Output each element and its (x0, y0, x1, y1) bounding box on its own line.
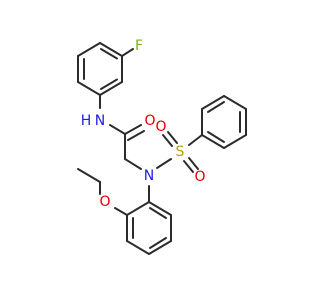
sulfonamide-nitrogen-atom: N (144, 168, 154, 184)
bond (100, 48, 118, 60)
bond (188, 157, 199, 170)
bond (156, 158, 172, 169)
bond (99, 42, 123, 57)
carbonyl-oxygen-atom: O (144, 113, 155, 129)
amide-hydrogen-atom: H (81, 113, 92, 129)
bond (201, 95, 225, 110)
bond (124, 158, 142, 170)
bond (77, 81, 101, 96)
bond (124, 124, 142, 135)
bond (207, 131, 225, 143)
bond-layer (77, 42, 247, 255)
amide-nitrogen-atom: N (95, 113, 105, 129)
bond (188, 134, 203, 146)
molecule-structure-diagram: F N H O N S O O O (77, 38, 247, 255)
bond (77, 42, 101, 57)
bond (99, 81, 123, 96)
bond (207, 101, 225, 113)
bond (126, 240, 150, 255)
bond (149, 207, 167, 219)
bond (127, 130, 145, 141)
bond (77, 168, 101, 183)
bond (100, 78, 118, 90)
bond (201, 134, 225, 149)
bond (148, 201, 172, 216)
sulfur-atom: S (176, 144, 185, 160)
atom-labels: F N H O N S O O O (81, 38, 206, 210)
sulfonyl-oxygen-atom-lower: O (194, 169, 205, 185)
ethoxy-oxygen-atom: O (99, 194, 110, 210)
bond (148, 240, 172, 255)
bond (223, 134, 247, 149)
bond (162, 134, 173, 147)
bond (223, 95, 247, 110)
bond (149, 237, 167, 249)
bond (109, 124, 126, 135)
bond (183, 160, 194, 173)
bond (114, 207, 128, 216)
fluorine-atom: F (135, 38, 143, 54)
sulfonyl-oxygen-atom-upper: O (155, 119, 166, 135)
bond (167, 131, 178, 144)
bond (121, 48, 134, 57)
bond (126, 201, 150, 216)
